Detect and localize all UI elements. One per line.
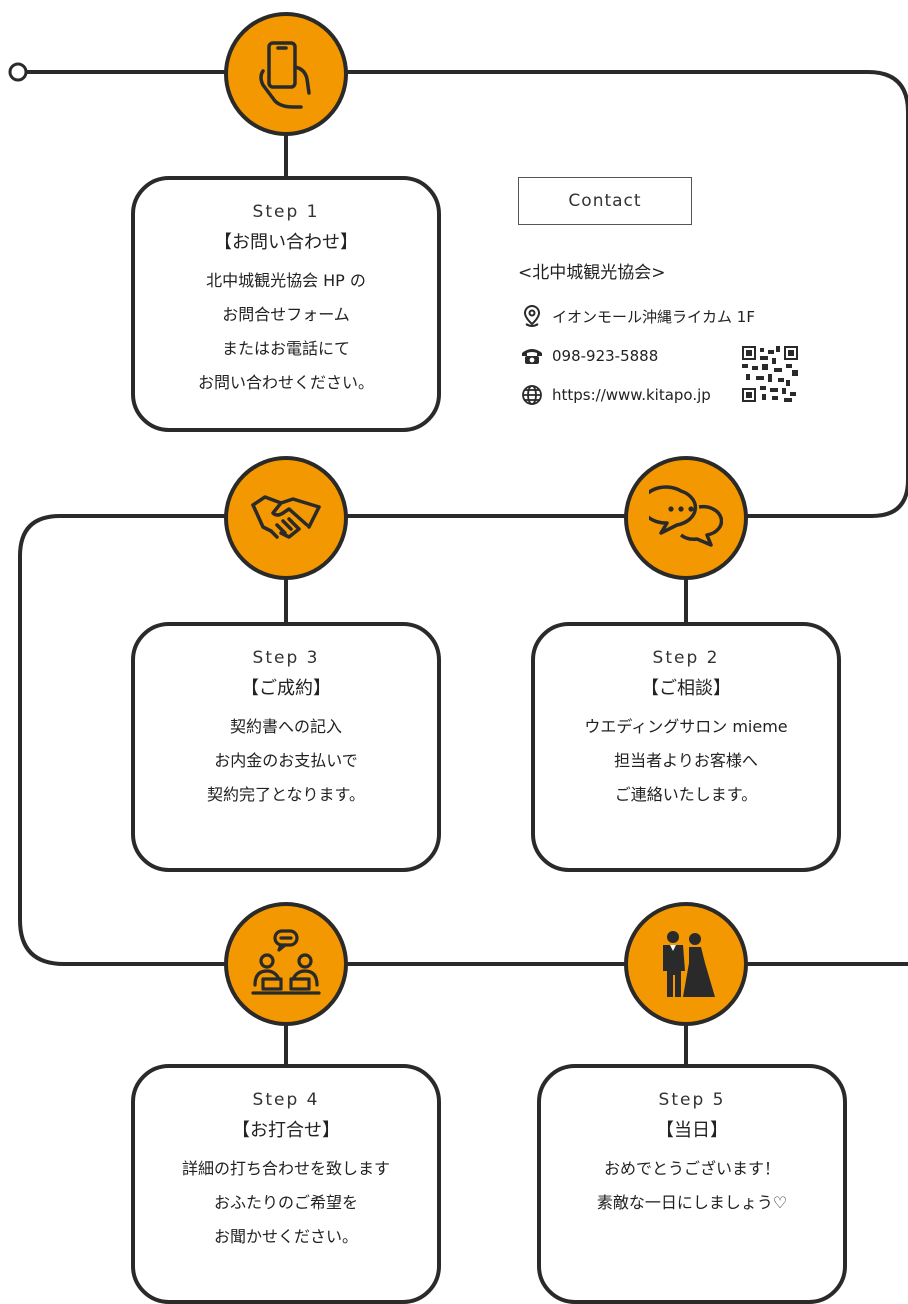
flow-start-dot: [8, 62, 28, 82]
contact-website[interactable]: https://www.kitapo.jp: [552, 386, 711, 404]
step-line: おふたりのご希望を: [213, 1193, 358, 1212]
step-5-icon-circle: [624, 902, 748, 1026]
step-line: 契約完了となります。: [207, 785, 365, 804]
contact-address: イオンモール沖縄ライカム 1F: [552, 307, 755, 326]
contact-website-row: https://www.kitapo.jp: [520, 383, 711, 407]
contact-address-row: イオンモール沖縄ライカム 1F: [520, 304, 755, 328]
contact-button[interactable]: Contact: [518, 177, 692, 225]
step-3-card: Step 3 【ご成約】 契約書への記入 お内金のお支払いで 契約完了となります…: [131, 622, 441, 872]
contact-phone-row: 098-923-5888: [520, 344, 658, 368]
map-pin-icon: [523, 304, 541, 327]
step-4-card: Step 4 【お打合せ】 詳細の打ち合わせを致します おふたりのご希望を お聞…: [131, 1064, 441, 1304]
step-1-card: Step 1 【お問い合わせ】 北中城観光協会 HP の お問合せフォーム また…: [131, 176, 441, 432]
chat-bubbles-icon: [649, 485, 723, 547]
step-line: 担当者よりお客様へ: [614, 751, 758, 770]
qr-code-icon[interactable]: [742, 346, 798, 402]
step-title: 【ご相談】: [641, 678, 731, 699]
step-number: Step 3: [252, 648, 320, 668]
step-line: ウエディングサロン mieme: [584, 717, 788, 736]
step-number: Step 4: [252, 1090, 320, 1110]
contact-phone[interactable]: 098-923-5888: [552, 347, 659, 365]
step-line: ご連絡いたします。: [614, 785, 758, 804]
step-line: お問い合わせください。: [197, 373, 374, 392]
step-5-card: Step 5 【当日】 おめでとうございます！ 素敵な一日にしましょう♡: [537, 1064, 847, 1304]
handshake-icon: [251, 495, 321, 539]
step-2-card: Step 2 【ご相談】 ウエディングサロン mieme 担当者よりお客様へ ご…: [531, 622, 841, 872]
step-line: 詳細の打ち合わせを致します: [181, 1159, 390, 1178]
step-line: またはお電話にて: [221, 339, 350, 358]
step-description: 詳細の打ち合わせを致します おふたりのご希望を お聞かせください。: [135, 1152, 437, 1254]
step-line: おめでとうございます！: [603, 1159, 780, 1178]
step-line: お問合せフォーム: [222, 305, 350, 324]
step-line: お内金のお支払いで: [214, 751, 358, 770]
step-title: 【お問い合わせ】: [214, 232, 358, 253]
step-line: 素敵な一日にしましょう♡: [596, 1193, 788, 1212]
step-description: おめでとうございます！ 素敵な一日にしましょう♡: [541, 1152, 843, 1220]
wedding-couple-icon: [663, 931, 715, 997]
step-3-icon-circle: [224, 456, 348, 580]
contact-organization: <北中城観光協会>: [518, 263, 666, 283]
meeting-icon: [251, 929, 321, 995]
step-description: 契約書への記入 お内金のお支払いで 契約完了となります。: [135, 710, 437, 812]
step-number: Step 5: [658, 1090, 726, 1110]
step-number: Step 2: [652, 648, 720, 668]
step-line: 北中城観光協会 HP の: [206, 271, 366, 290]
step-number: Step 1: [252, 202, 320, 222]
step-4-icon-circle: [224, 902, 348, 1026]
step-title: 【お打合せ】: [232, 1120, 340, 1141]
step-line: お聞かせください。: [213, 1227, 358, 1246]
step-description: 北中城観光協会 HP の お問合せフォーム またはお電話にて お問い合わせくださ…: [135, 264, 437, 400]
globe-icon: [522, 385, 542, 405]
telephone-icon: [522, 349, 542, 364]
step-title: 【ご成約】: [241, 678, 331, 699]
step-1-icon-circle: [224, 12, 348, 136]
step-2-icon-circle: [624, 456, 748, 580]
step-description: ウエディングサロン mieme 担当者よりお客様へ ご連絡いたします。: [535, 710, 837, 812]
step-title: 【当日】: [656, 1120, 728, 1141]
step-line: 契約書への記入: [229, 717, 342, 736]
phone-hand-icon: [259, 41, 311, 109]
